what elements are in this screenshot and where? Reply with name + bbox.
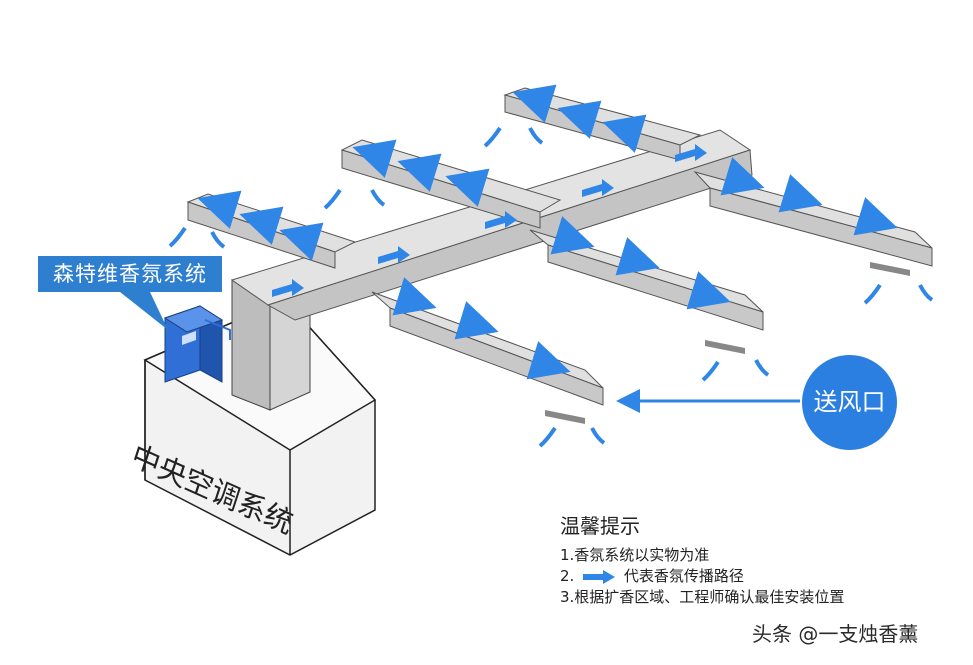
airflow-icon: [863, 283, 882, 305]
trunk-flow-arrows: [272, 144, 707, 297]
tip-item-1: 1.香氛系统以实物为准: [560, 546, 710, 564]
flow-arrow-icon: [853, 197, 898, 236]
aroma-system-callout: 森特维香氛系统: [38, 256, 222, 292]
flow-arrow-icon: [550, 216, 595, 255]
airflow-icon: [701, 360, 720, 382]
airflow-icon: [538, 426, 557, 448]
flow-arrow-icon: [197, 190, 242, 229]
branch-flow-arrows: [197, 84, 898, 380]
flow-arrow-icon: [378, 246, 410, 264]
aroma-device: [163, 305, 231, 383]
airflow-icon: [323, 188, 342, 210]
flow-arrow-icon: [602, 114, 647, 153]
flow-arrow-icon: [778, 174, 823, 213]
flow-arrow-icon: [279, 222, 324, 261]
branch-duct-right-top: [693, 171, 933, 276]
flow-arrow-icon: [352, 139, 397, 178]
main-riser-duct: [231, 279, 311, 411]
airflow-icon: [528, 127, 544, 145]
flow-arrow-icon: [512, 84, 557, 123]
tip-item-2-text: 代表香氛传播路径: [623, 567, 744, 585]
watermark: 头条 @一支烛香薰: [752, 622, 919, 646]
callout-pointer: [120, 292, 168, 330]
airflow-icon: [483, 126, 502, 148]
flow-arrow-icon: [686, 271, 731, 310]
flow-arrow-icon: [392, 277, 437, 316]
flow-arrow-icon: [239, 206, 284, 245]
flow-arrow-icon: [615, 237, 660, 276]
vent-label-bubble: 送风口: [802, 355, 897, 450]
flow-arrow-icon: [526, 341, 571, 380]
airflow-icon: [918, 284, 934, 302]
airflow-icon: [370, 189, 386, 207]
tip-item-2-prefix: 2.: [560, 567, 575, 585]
outlet-airflow-arrows: [168, 126, 934, 448]
main-trunk-duct: [230, 129, 753, 321]
branch-duct-right-bottom: [371, 291, 604, 424]
flow-arrow-icon: [397, 153, 442, 192]
flow-arrow-icon: [583, 569, 616, 584]
flow-arrow-icon: [675, 144, 707, 162]
flow-arrow-icon: [445, 168, 490, 207]
airflow-icon: [210, 231, 226, 249]
airflow-icon: [754, 359, 770, 377]
flow-arrow-icon: [485, 211, 517, 229]
branch-duct-right-middle: [529, 229, 764, 354]
tip-item-3: 3.根据扩香区域、工程师确认最佳安装位置: [560, 588, 845, 606]
tip-item-2: 2. 代表香氛传播路径: [560, 566, 844, 587]
flow-arrow-icon: [454, 301, 499, 340]
flow-arrow-icon: [272, 279, 304, 297]
airflow-icon: [168, 226, 187, 248]
flow-arrow-icon: [557, 100, 602, 139]
tips-title: 温馨提示: [560, 514, 640, 538]
flow-arrow-icon: [720, 157, 765, 196]
tips-panel: 温馨提示 1.香氛系统以实物为准 2. 代表香氛传播路径 3.根据扩香区域、工程…: [560, 510, 844, 608]
airflow-icon: [590, 427, 606, 445]
flow-arrow-icon: [582, 179, 614, 197]
